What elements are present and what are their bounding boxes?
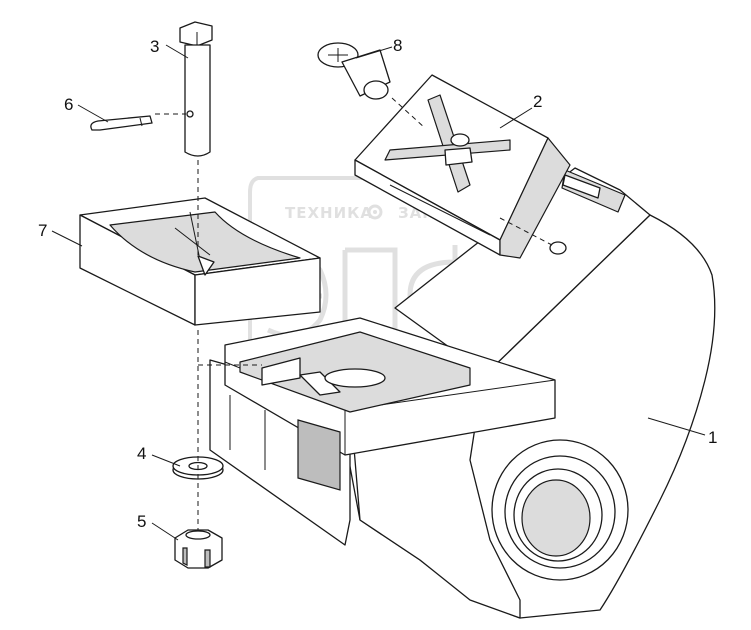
- callout-5: 5: [137, 512, 146, 531]
- callout-8: 8: [393, 36, 402, 55]
- part-5-castle-nut: [174, 529, 223, 569]
- callout-7: 7: [38, 221, 47, 240]
- gear-icon: [367, 204, 383, 220]
- callout-1: 1: [708, 428, 717, 447]
- part-1-bracket-body: [209, 167, 716, 619]
- callout-2: 2: [533, 92, 542, 111]
- part-6-cotter-pin: [90, 115, 153, 131]
- assembly-axes: [155, 97, 553, 530]
- part-2-wedge-clamp: [354, 74, 571, 259]
- part-8-screw: [317, 42, 391, 100]
- leader-lines: [51, 44, 706, 541]
- part-7-saddle-block: [79, 197, 321, 326]
- part-3-bolt: [179, 21, 213, 157]
- callout-4: 4: [137, 444, 146, 463]
- watermark-brand-left: ТЕХНИКА: [285, 204, 373, 222]
- callout-6: 6: [64, 95, 73, 114]
- callout-3: 3: [150, 37, 159, 56]
